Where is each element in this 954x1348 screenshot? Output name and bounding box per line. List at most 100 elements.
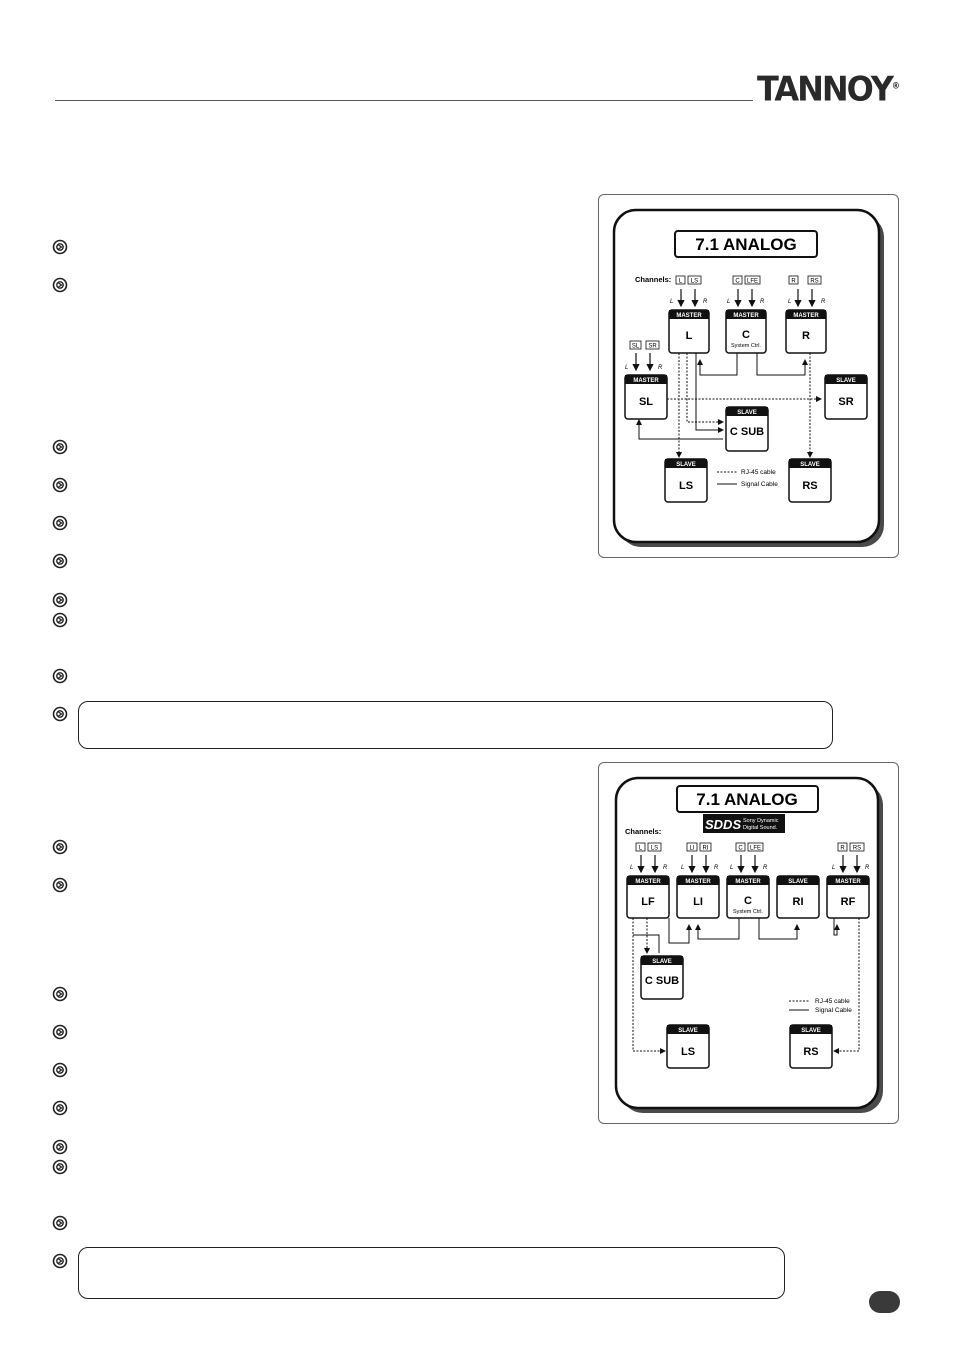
bullet-icon [52, 1159, 68, 1175]
unit-lf: MASTER LF [626, 875, 670, 919]
svg-text:MASTER: MASTER [793, 313, 819, 319]
svg-text:C SUB: C SUB [730, 426, 764, 438]
channels-label: Channels: [635, 275, 671, 284]
svg-text:C SUB: C SUB [645, 975, 679, 987]
svg-text:SLAVE: SLAVE [737, 410, 757, 416]
bullet-icon [52, 839, 68, 855]
tag-rs: RS [810, 279, 818, 285]
unit-c-sub: SLAVE C SUB [725, 406, 769, 452]
tag-lfe: LFE [747, 279, 758, 285]
svg-text:L: L [686, 330, 693, 342]
sdds-logo [703, 814, 785, 833]
svg-text:SLAVE: SLAVE [676, 462, 696, 468]
svg-text:C: C [742, 329, 750, 341]
tag-l: L [639, 846, 643, 852]
lr-label: L [681, 865, 684, 871]
svg-text:C: C [744, 895, 752, 907]
bullet-icon [52, 612, 68, 628]
bullet-icon [52, 1215, 68, 1231]
lr-label: L [730, 865, 733, 871]
svg-text:SLAVE: SLAVE [836, 378, 856, 384]
lr-label: R [714, 865, 719, 871]
tag-ls: LS [651, 846, 658, 852]
page-number-badge [869, 1291, 900, 1313]
unit-c-sub: SLAVE C SUB [640, 955, 684, 1000]
tag-ri: RI [703, 846, 709, 852]
tag-c: C [738, 846, 743, 852]
svg-text:SL: SL [639, 396, 653, 408]
brand-logo: TANNOY® [757, 69, 900, 109]
tag-sr: SR [648, 344, 657, 350]
channels-label: Channels: [625, 827, 661, 836]
svg-text:MASTER: MASTER [635, 879, 661, 885]
svg-text:MASTER: MASTER [835, 879, 861, 885]
legend-signal: Signal Cable [815, 1007, 852, 1014]
unit-rs: SLAVE RS [788, 458, 832, 503]
diagram-7-1-analog: 7.1 ANALOG Channels: L LS C LFE R RS SL … [598, 194, 899, 558]
lr-label: R [763, 865, 768, 871]
unit-sr: SLAVE SR [824, 374, 868, 420]
unit-sl: MASTER SL [624, 374, 668, 420]
bullet-icon [52, 592, 68, 608]
tag-sl: SL [632, 344, 640, 350]
tag-rs: RS [853, 846, 861, 852]
sdds-caption: Digital Sound. [743, 825, 778, 831]
unit-ri: SLAVE RI [776, 875, 820, 919]
header-rule [55, 100, 753, 101]
bullet-icon [52, 239, 68, 255]
bullet-icon [52, 1024, 68, 1040]
svg-text:LS: LS [681, 1046, 695, 1058]
tag-l: L [679, 279, 683, 285]
svg-text:RS: RS [803, 1046, 818, 1058]
tag-c: C [735, 279, 740, 285]
lr-label: L [832, 865, 835, 871]
legend-rj45: RJ-45 cable [741, 469, 776, 476]
svg-text:SLAVE: SLAVE [788, 879, 808, 885]
svg-text:RF: RF [841, 896, 856, 908]
diagram-title: 7.1 ANALOG [695, 235, 796, 254]
lr-label: R [760, 299, 765, 305]
unit-c: MASTER C System Ctrl. [726, 875, 770, 919]
unit-c: MASTER C System Ctrl. [725, 309, 767, 354]
svg-text:MASTER: MASTER [633, 378, 659, 384]
bullet-icon [52, 277, 68, 293]
svg-text:LF: LF [641, 896, 655, 908]
svg-text:MASTER: MASTER [685, 879, 711, 885]
bullet-icon [52, 1253, 68, 1269]
bullet-icon [52, 877, 68, 893]
bullet-icon [52, 553, 68, 569]
tag-lfe: LFE [750, 846, 761, 852]
lr-label: R [658, 365, 663, 371]
lr-label: R [703, 299, 708, 305]
bullet-icon [52, 668, 68, 684]
bullet-icon [52, 1100, 68, 1116]
svg-text:SLAVE: SLAVE [652, 959, 672, 965]
unit-rs: SLAVE RS [789, 1024, 833, 1069]
lr-label: L [727, 299, 730, 305]
lr-label: R [865, 865, 870, 871]
lr-label: L [670, 299, 673, 305]
tag-li: LI [689, 846, 694, 852]
bullet-icon [52, 515, 68, 531]
bullet-icon [52, 1062, 68, 1078]
svg-text:LS: LS [679, 480, 693, 492]
svg-text:MASTER: MASTER [676, 313, 702, 319]
tag-r: R [840, 846, 845, 852]
svg-text:SLAVE: SLAVE [678, 1028, 698, 1034]
unit-rf: MASTER RF [826, 875, 870, 919]
svg-text:R: R [802, 330, 810, 342]
lr-label: R [821, 299, 826, 305]
unit-ls: SLAVE LS [666, 1024, 710, 1069]
diagram-title: 7.1 ANALOG [696, 790, 797, 809]
bullet-icon [52, 706, 68, 722]
bullet-icon [52, 1139, 68, 1155]
legend-rj45: RJ-45 cable [815, 998, 850, 1005]
unit-r: MASTER R [785, 309, 827, 354]
sdds-logo-text: SDDS [705, 817, 741, 832]
svg-text:MASTER: MASTER [733, 313, 759, 319]
svg-text:System Ctrl.: System Ctrl. [731, 343, 761, 349]
note-box [78, 1247, 785, 1299]
bullet-icon [52, 477, 68, 493]
sdds-caption: Sony Dynamic [743, 818, 779, 824]
tag-r: R [791, 279, 796, 285]
